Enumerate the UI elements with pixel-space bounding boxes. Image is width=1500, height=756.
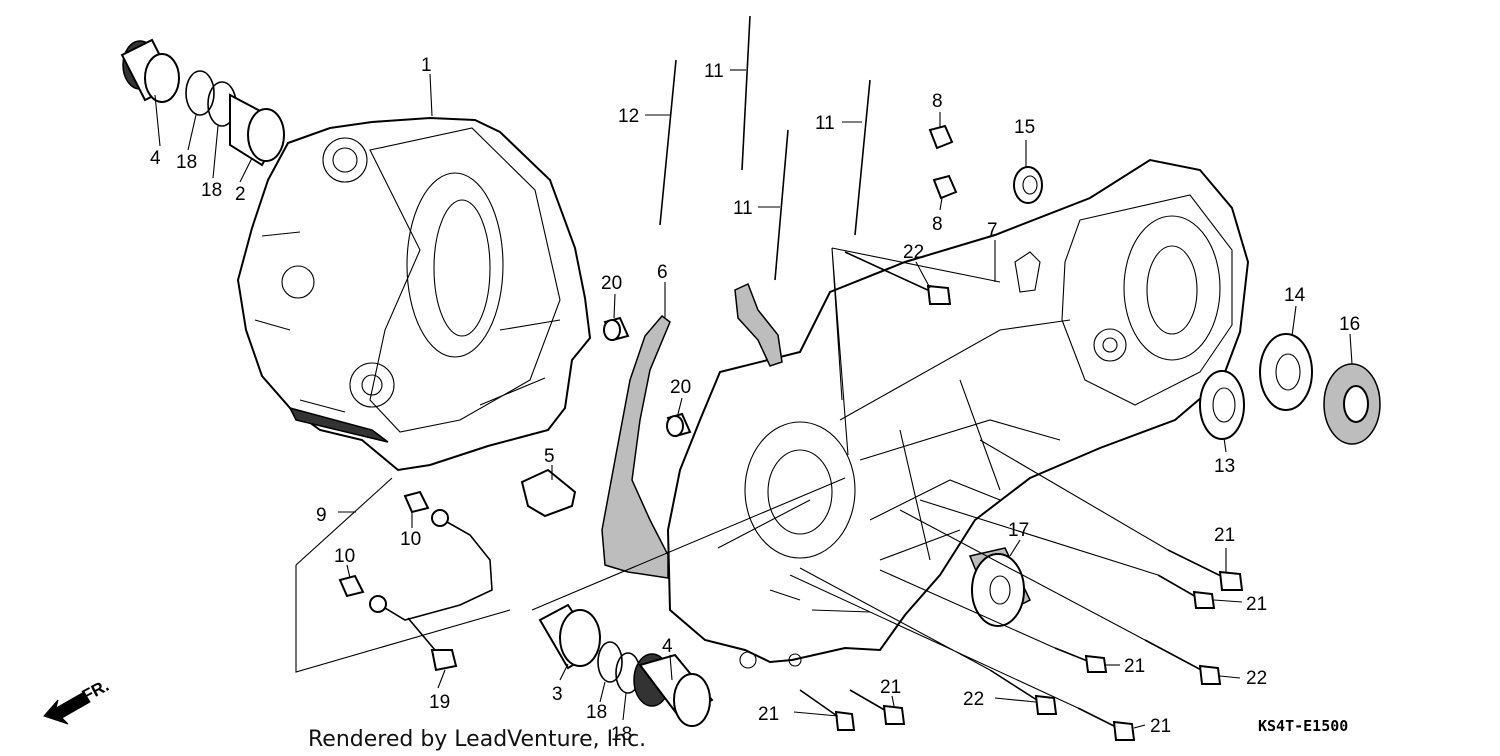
- callout-label: 4: [150, 148, 161, 169]
- snap-ring-lower-a: [597, 641, 623, 683]
- callout-labels: 1 2 3 4 4 5 6 7 8 8 9 10 10 11 11 11 12 …: [150, 55, 1360, 745]
- callout-label: 18: [176, 152, 197, 173]
- bearing-17: [968, 547, 1031, 627]
- stud-bolts: [659, 15, 871, 281]
- callout-label: 21: [1214, 525, 1235, 546]
- bolts-right: [989, 549, 1244, 741]
- callout-label: 20: [601, 273, 622, 294]
- nut-upper: [928, 124, 954, 150]
- callout-label: 22: [1246, 668, 1267, 689]
- callout-label: 21: [1246, 594, 1267, 615]
- callout-label: 12: [618, 106, 639, 127]
- clip: [520, 468, 577, 518]
- callout-label: 8: [932, 91, 943, 112]
- bolt-23: [844, 251, 952, 305]
- callout-label: 21: [1124, 656, 1145, 677]
- right-crankcase-half: [666, 158, 1250, 669]
- callout-label: 8: [932, 214, 943, 235]
- gasket-upper-piece: [734, 282, 783, 367]
- callout-label: 22: [903, 242, 924, 263]
- crankcase-gasket: [601, 314, 671, 579]
- front-direction-arrow: FR.: [43, 676, 112, 725]
- callout-label: 22: [963, 689, 984, 710]
- collar-lower: [538, 603, 601, 670]
- callout-label: 4: [662, 636, 673, 657]
- bolt-19: [407, 617, 458, 672]
- leader-lines: [154, 69, 1353, 729]
- collar-upper: [229, 93, 285, 167]
- oil-seal-16: [1323, 363, 1381, 445]
- oil-seal-upper: [120, 38, 180, 103]
- dowel-pin-lower: [666, 412, 692, 438]
- callout-label: 18: [586, 702, 607, 723]
- dowel-pin-upper: [603, 316, 630, 342]
- callout-label: 7: [987, 220, 998, 241]
- callout-label: 15: [1014, 117, 1035, 138]
- callout-label: 20: [670, 377, 691, 398]
- bearing-14: [1259, 333, 1313, 411]
- callout-label: 6: [657, 262, 668, 283]
- callout-label: 19: [429, 692, 450, 713]
- bolts-bottom: [799, 689, 906, 731]
- callout-label: 10: [400, 529, 421, 550]
- oil-seal-15: [1013, 166, 1043, 204]
- reference-lines: [531, 247, 1169, 709]
- bearing-13: [1199, 370, 1245, 440]
- callout-label: 21: [758, 704, 779, 725]
- callout-label: 17: [1008, 520, 1029, 541]
- callout-label: 16: [1339, 314, 1360, 335]
- callout-label: 14: [1284, 285, 1306, 306]
- callout-label: 3: [552, 684, 563, 705]
- oil-pipe-assembly: [295, 477, 511, 673]
- callout-label: 11: [815, 113, 835, 134]
- callout-label: 5: [544, 446, 555, 467]
- left-crankcase-half: [236, 116, 592, 472]
- nut-lower: [932, 174, 958, 200]
- callout-label: 9: [316, 505, 327, 526]
- snap-ring-upper-a: [185, 70, 215, 116]
- oil-seal-lower: [633, 653, 714, 727]
- callout-label: 10: [334, 546, 355, 567]
- render-credit: Rendered by LeadVenture, Inc.: [308, 727, 646, 752]
- callout-label: 13: [1214, 456, 1235, 477]
- callout-label: 21: [1150, 716, 1171, 737]
- diagram-code: KS4T-E1500: [1258, 717, 1348, 735]
- callout-label: 11: [704, 61, 724, 82]
- callout-label: 11: [733, 198, 753, 219]
- callout-label: 1: [421, 55, 432, 76]
- callout-label: 18: [201, 180, 222, 201]
- callout-label: 2: [235, 184, 246, 205]
- callout-label: 21: [880, 677, 901, 698]
- callout-label: 18: [611, 724, 632, 745]
